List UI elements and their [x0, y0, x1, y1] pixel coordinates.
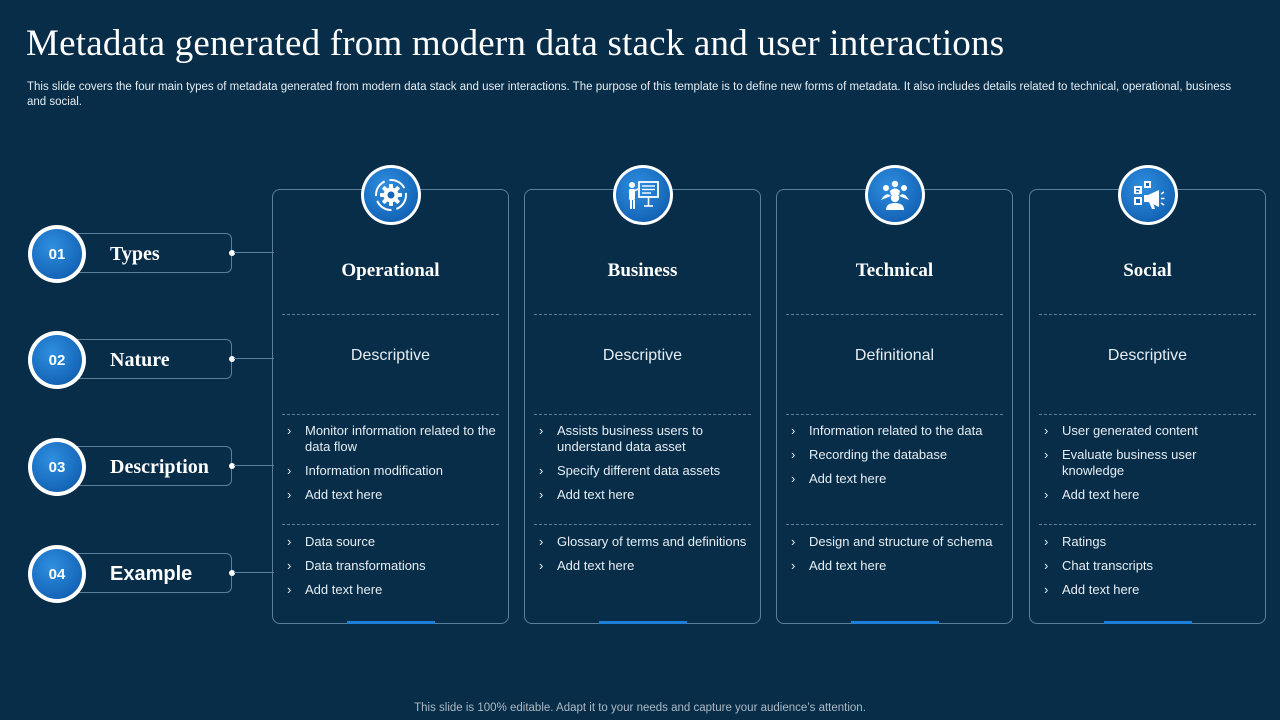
- row-number-badge: 04: [28, 545, 86, 603]
- dashed-divider: [1039, 314, 1256, 315]
- row-label-nature: 02 Nature: [28, 331, 274, 389]
- team-group-icon: [867, 168, 922, 222]
- connector-line: [234, 358, 274, 359]
- description-list: Information related to the data Recordin…: [789, 423, 1002, 495]
- card-title: Social: [1123, 260, 1172, 281]
- example-list: Design and structure of schema Add text …: [789, 534, 1002, 582]
- example-list: Data source Data transformations Add tex…: [285, 534, 498, 606]
- dashed-divider: [786, 414, 1003, 415]
- connector-dot: [229, 356, 235, 362]
- dashed-divider: [282, 314, 499, 315]
- example-list: Glossary of terms and definitions Add te…: [537, 534, 750, 582]
- card-title: Operational: [341, 260, 440, 281]
- description-list: Assists business users to understand dat…: [537, 423, 750, 511]
- card-icon-badge: [360, 165, 421, 225]
- dashed-divider: [1039, 414, 1256, 415]
- description-list: User generated content Evaluate business…: [1042, 423, 1255, 511]
- row-number: 03: [32, 442, 82, 492]
- list-item: Evaluate business user knowledge: [1042, 447, 1255, 479]
- card-title: Business: [607, 260, 678, 281]
- row-label-text: Types: [110, 243, 160, 265]
- card-icon-badge: [864, 165, 925, 225]
- list-item: Assists business users to understand dat…: [537, 423, 750, 455]
- row-label-description: 03 Description: [28, 438, 274, 496]
- card-nature: Definitional: [854, 347, 935, 364]
- list-item: Add text here: [789, 558, 1002, 574]
- list-item: Information related to the data: [789, 423, 1002, 439]
- connector-dot: [229, 250, 235, 256]
- row-number-badge: 02: [28, 331, 86, 389]
- row-label-types: 01 Types: [28, 225, 274, 283]
- card-nature: Descriptive: [1107, 347, 1188, 364]
- list-item: Add text here: [285, 582, 498, 598]
- card-operational: Operational Descriptive Monitor informat…: [272, 165, 509, 624]
- social-media-megaphone-icon: [1120, 168, 1175, 222]
- list-item: Specify different data assets: [537, 463, 750, 479]
- card-nature: Descriptive: [602, 347, 683, 364]
- card-technical: Technical Definitional Information relat…: [776, 165, 1013, 624]
- connector-line: [234, 252, 274, 253]
- list-item: Recording the database: [789, 447, 1002, 463]
- list-item: Add text here: [285, 487, 498, 503]
- list-item: Ratings: [1042, 534, 1255, 550]
- list-item: Data source: [285, 534, 498, 550]
- row-label-text: Description: [110, 456, 209, 478]
- card-accent-bar: [1103, 621, 1192, 624]
- row-number-badge: 01: [28, 225, 86, 283]
- dashed-divider: [282, 524, 499, 525]
- card-icon-badge: [1117, 165, 1178, 225]
- connector-dot: [229, 463, 235, 469]
- card-icon-badge: [612, 165, 673, 225]
- list-item: Add text here: [537, 558, 750, 574]
- row-label-text: Example: [110, 563, 193, 585]
- connector-dot: [229, 570, 235, 576]
- list-item: Chat transcripts: [1042, 558, 1255, 574]
- list-item: Information modification: [285, 463, 498, 479]
- list-item: Data transformations: [285, 558, 498, 574]
- dashed-divider: [534, 314, 751, 315]
- list-item: User generated content: [1042, 423, 1255, 439]
- gear-cycle-icon: [363, 168, 418, 222]
- dashed-divider: [282, 414, 499, 415]
- dashed-divider: [786, 524, 1003, 525]
- row-label-text: Nature: [110, 349, 170, 371]
- card-title: Technical: [855, 260, 934, 281]
- dashed-divider: [786, 314, 1003, 315]
- row-number: 02: [32, 335, 82, 385]
- dashed-divider: [534, 524, 751, 525]
- list-item: Add text here: [537, 487, 750, 503]
- card-nature: Descriptive: [350, 347, 431, 364]
- connector-line: [234, 465, 274, 466]
- page-title: Metadata generated from modern data stac…: [26, 23, 1005, 64]
- row-number: 04: [32, 549, 82, 599]
- card-accent-bar: [346, 621, 435, 624]
- card-accent-bar: [598, 621, 687, 624]
- list-item: Glossary of terms and definitions: [537, 534, 750, 550]
- dashed-divider: [534, 414, 751, 415]
- row-label-example: 04 Example: [28, 545, 274, 603]
- connector-line: [234, 572, 274, 573]
- list-item: Add text here: [1042, 582, 1255, 598]
- dashed-divider: [1039, 524, 1256, 525]
- list-item: Add text here: [789, 471, 1002, 487]
- presentation-board-icon: [615, 168, 670, 222]
- list-item: Monitor information related to the data …: [285, 423, 498, 455]
- description-list: Monitor information related to the data …: [285, 423, 498, 511]
- footer-note: This slide is 100% editable. Adapt it to…: [414, 702, 866, 714]
- row-number: 01: [32, 229, 82, 279]
- list-item: Design and structure of schema: [789, 534, 1002, 550]
- page-subtitle: This slide covers the four main types of…: [27, 81, 1232, 108]
- list-item: Add text here: [1042, 487, 1255, 503]
- card-social: Social Descriptive User generated conten…: [1029, 165, 1266, 624]
- row-number-badge: 03: [28, 438, 86, 496]
- card-business: Business Descriptive Assists business us…: [524, 165, 761, 624]
- card-accent-bar: [850, 621, 939, 624]
- example-list: Ratings Chat transcripts Add text here: [1042, 534, 1255, 606]
